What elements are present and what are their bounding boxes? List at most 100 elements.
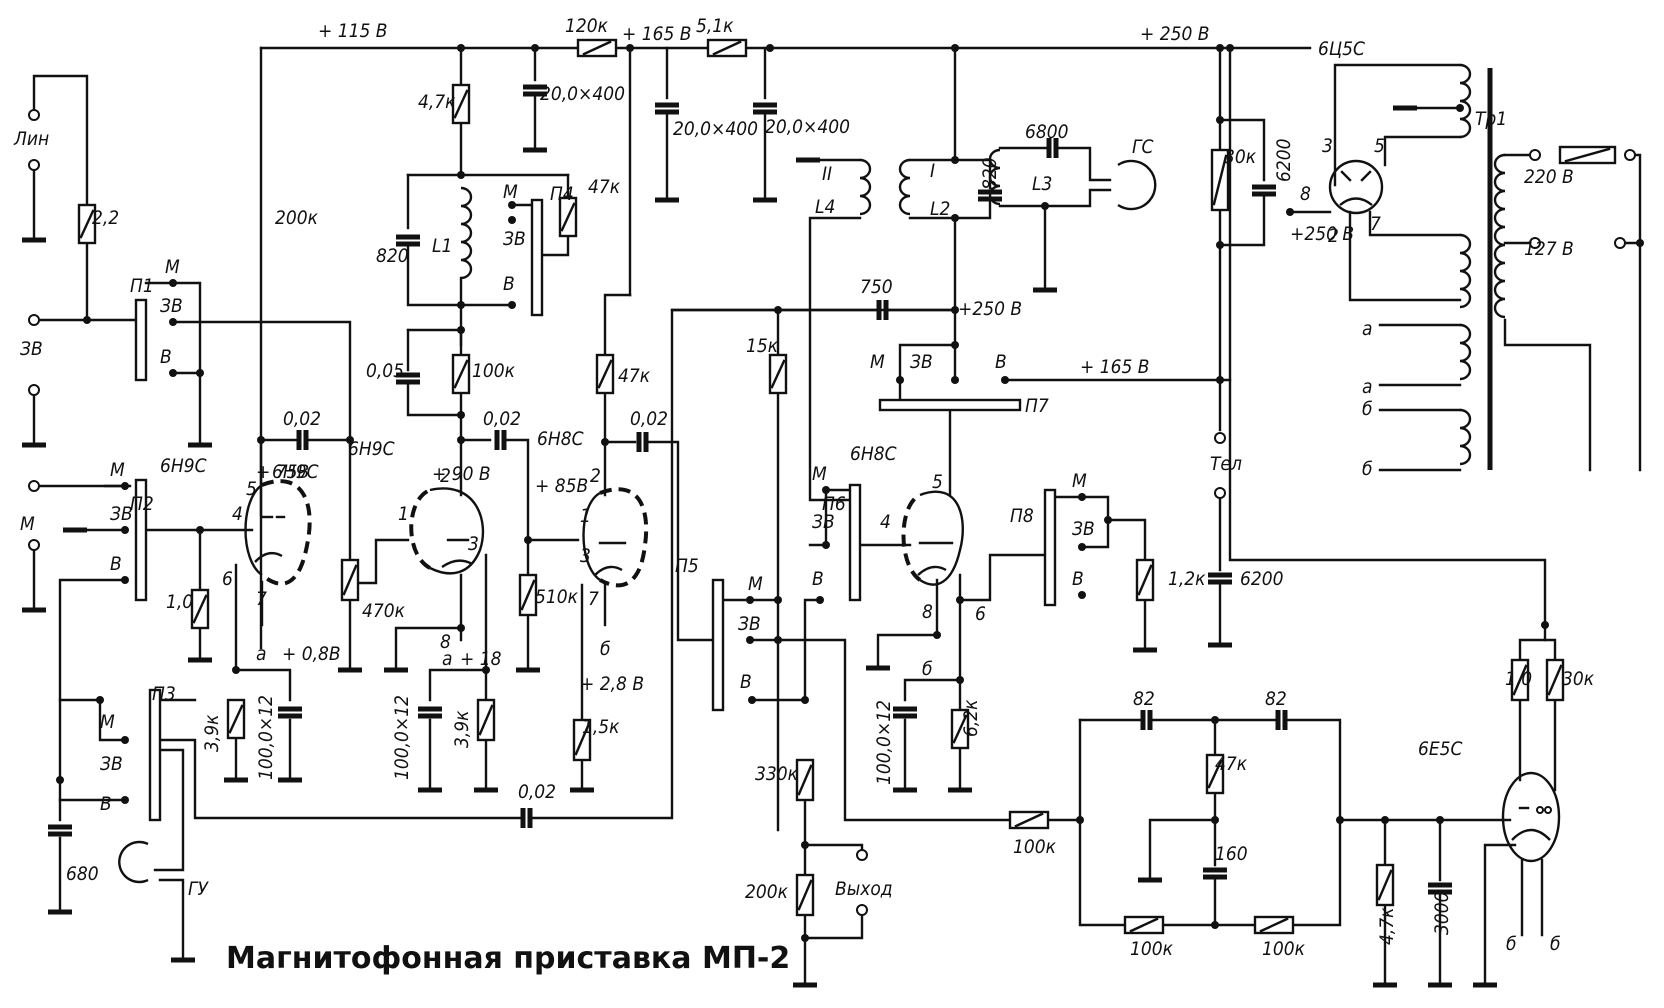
terminal [28, 159, 40, 171]
wire [58, 578, 127, 782]
junction-dot [1078, 543, 1086, 551]
terminal [28, 480, 40, 492]
wire [1056, 146, 1112, 182]
tube-t3-pin-0: 2 [590, 465, 601, 487]
terminal [1214, 487, 1226, 499]
resistor-slash [574, 724, 590, 756]
tube2-anode-v: + 90 В [432, 463, 491, 485]
rectifier-label: 6Ц5С [1318, 38, 1365, 60]
r-15k-label: 15к [746, 335, 779, 357]
switch-bar [711, 578, 725, 712]
junction-dot [169, 318, 177, 326]
resistor-slash [1512, 664, 1528, 696]
junction-dot [748, 696, 756, 704]
junction-dot [196, 526, 204, 534]
resistor-slash [1377, 869, 1393, 901]
switch-bar [878, 398, 1022, 412]
c-6200-b-label: 6200 [1240, 568, 1284, 590]
junction-dot [1211, 816, 1219, 824]
resistor-slash [952, 714, 968, 744]
junction-dot [457, 436, 465, 444]
inductor-coil [988, 148, 1001, 206]
junction-dot [1076, 816, 1084, 824]
junction-dot [121, 796, 129, 804]
switch-p3-pos-1: ЗВ [100, 753, 123, 775]
junction-dot [531, 44, 539, 52]
wire [803, 843, 864, 857]
wire [744, 46, 1547, 627]
junction-dot [1078, 591, 1086, 599]
wire [306, 438, 352, 562]
junction-dot [457, 326, 465, 334]
r-510k-label: 510к [535, 586, 579, 608]
switch-p2-pos-1: ЗВ [110, 503, 133, 525]
r-30k-label: 30к [1224, 146, 1257, 168]
junction-dot [524, 536, 532, 544]
junction-dot [1211, 921, 1219, 929]
wire [1368, 210, 1462, 237]
r-47k-b-label: 47к [618, 365, 651, 387]
tube3-label: 6Н8С [537, 428, 584, 450]
terminal [1614, 237, 1626, 249]
junction-dot [822, 541, 830, 549]
wire [808, 216, 862, 502]
junction-dot [457, 301, 465, 309]
wire [1503, 318, 1592, 472]
junction-dot [457, 624, 465, 632]
wire [803, 598, 822, 702]
eye-heater-a: б [1506, 933, 1517, 955]
wire [1078, 718, 1127, 927]
junction-dot [774, 596, 782, 604]
junction-dot [933, 631, 941, 639]
switch-bar [148, 688, 162, 822]
junction-dot [457, 44, 465, 52]
junction-dot [457, 171, 465, 179]
r-120k-label: 120к [565, 15, 609, 37]
resistor-slash [520, 579, 536, 611]
tube4-label: 6Н8С [850, 443, 897, 465]
r-470k-label: 470к [362, 600, 406, 622]
tube2-label: 6Н9С [348, 438, 395, 460]
speaker-gs-icon [1117, 159, 1157, 211]
components [22, 38, 1644, 988]
r-330k-label: 330к [755, 763, 799, 785]
wire [958, 553, 1052, 602]
terminal [28, 539, 40, 551]
rect-pin-4: 7 [1370, 213, 1381, 235]
junction-dot [196, 369, 204, 377]
r-47k-p4-label: 47к [588, 176, 621, 198]
switch-p6-pos-0: М [812, 463, 827, 485]
resistor-slash [192, 594, 208, 624]
junction-dot [257, 436, 265, 444]
inductor-coil [460, 186, 473, 280]
switch-p5-pos-2: В [740, 671, 752, 693]
resistor-slash [79, 209, 95, 239]
resistor-slash [1137, 564, 1153, 596]
switch-bar [134, 298, 148, 382]
resistor-slash [770, 359, 786, 389]
terminal [1529, 237, 1541, 249]
junction-dot [83, 316, 91, 324]
tube4-heater: б [922, 658, 933, 680]
switch-p8-pos-1: ЗВ [1072, 518, 1095, 540]
junction-dot [121, 526, 129, 534]
tube-6ts5s-rectifier [1328, 159, 1384, 215]
rect-pin-1: 5 [1374, 135, 1385, 157]
wire [603, 293, 632, 357]
tube1-type: 6Н9С [272, 461, 319, 483]
r-1-5k-label: 1,5к [582, 716, 620, 738]
junction-dot [121, 482, 129, 490]
resistor-slash [1129, 917, 1159, 933]
junction-dot [1286, 208, 1294, 216]
tube-6n8s-1 [582, 487, 649, 588]
r-2-2-label: 2,2 [92, 207, 119, 229]
terminal [28, 109, 40, 121]
junction-dot [1216, 44, 1224, 52]
terminal [1529, 149, 1541, 161]
eye-heater-b: б [1550, 933, 1561, 955]
resistor-slash [478, 704, 494, 736]
r-1-0-eye-label: 1,0 [1505, 668, 1532, 690]
c-20-400-a-label: 20,0×400 [540, 83, 625, 105]
